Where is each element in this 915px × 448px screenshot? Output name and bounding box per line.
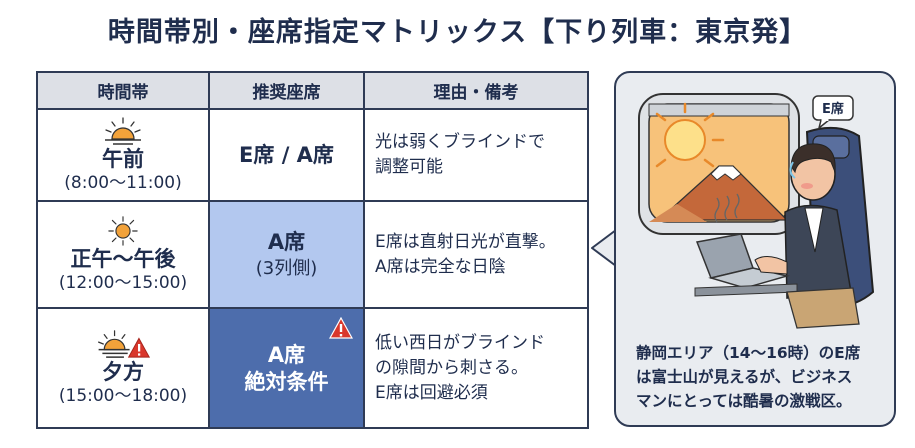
- time-cell: 正午〜午後 (12:00〜15:00): [36, 200, 210, 309]
- time-cell: 夕方 (15:00〜18:00): [36, 307, 210, 429]
- note-cell: 低い西日がブラインド の隙間から刺さる。 E席は回避必須: [363, 307, 589, 429]
- seat-label: E席 / A席: [239, 143, 334, 167]
- time-name: 午前: [102, 147, 144, 171]
- seat-label-text: E席: [822, 101, 844, 117]
- note-line: 調整可能: [375, 157, 443, 177]
- sunrise-icon: [105, 117, 141, 145]
- mount-fuji-icon: [649, 165, 789, 222]
- time-range: (12:00〜15:00): [58, 272, 188, 293]
- header-seat: 推奨座席: [208, 71, 365, 110]
- seat-sublabel: 絶対条件: [244, 370, 329, 394]
- seat-label-bubble: E席: [812, 95, 854, 130]
- time-range: (15:00〜18:00): [58, 386, 188, 406]
- time-range: (8:00〜11:00): [64, 173, 182, 193]
- note-line: A席は完全な日陰: [375, 256, 506, 277]
- note-line: E席は直射日光が直撃。: [375, 231, 556, 252]
- train-window-illustration: E席: [638, 93, 875, 329]
- seat-matrix-table: 時間帯 推奨座席 理由・備考 午前 (8:00〜11:00): [36, 71, 589, 429]
- recommended-seat-cell: A席 (3列側): [208, 200, 365, 309]
- note-cell: E席は直射日光が直撃。 A席は完全な日陰: [363, 200, 589, 309]
- page-title: 時間帯別・座席指定マトリックス【下り列車：東京発】: [107, 17, 808, 48]
- warning-icon: [329, 317, 353, 339]
- note-line: 光は弱くブラインドで: [375, 132, 545, 152]
- sunset-warning-icon: [98, 330, 151, 358]
- note-line: 低い西日がブラインド: [375, 332, 545, 353]
- time-name: 正午〜午後: [70, 246, 176, 271]
- seat-label: A席: [267, 229, 306, 254]
- recommended-seat-cell: E席 / A席: [208, 108, 365, 202]
- table-header-row: 時間帯 推奨座席 理由・備考: [36, 71, 589, 110]
- header-time: 時間帯: [36, 71, 210, 110]
- note-line: の隙間から刺さる。: [375, 357, 528, 378]
- caption-line: 静岡エリア（14〜16時）のE席: [636, 344, 861, 362]
- table-row: 正午〜午後 (12:00〜15:00) A席 (3列側) E席は直射日光が直撃。…: [36, 200, 589, 309]
- header-note: 理由・備考: [363, 71, 589, 110]
- recommended-seat-cell: A席 絶対条件: [208, 307, 365, 429]
- seat-label: A席: [267, 343, 306, 367]
- table-row: 夕方 (15:00〜18:00) A席 絶対条件 低い西日がブラインド の隙間か…: [36, 307, 589, 429]
- caption-line: は富士山が見えるが、ビジネス: [636, 368, 853, 386]
- illustration-caption: 静岡エリア（14〜16時）のE席 は富士山が見えるが、ビジネス マンにとっては酷…: [636, 341, 886, 413]
- note-line: E席は回避必須: [375, 382, 488, 403]
- caption-line: マンにとっては酷暑の激戦区。: [636, 392, 852, 410]
- table-row: 午前 (8:00〜11:00) E席 / A席 光は弱くブラインドで 調整可能: [36, 108, 589, 202]
- sun-icon: [108, 215, 138, 246]
- time-cell: 午前 (8:00〜11:00): [36, 108, 210, 202]
- note-cell: 光は弱くブラインドで 調整可能: [363, 108, 589, 202]
- sun-icon: [655, 102, 725, 168]
- seat-sublabel: (3列側): [255, 257, 318, 279]
- time-name: 夕方: [102, 360, 144, 384]
